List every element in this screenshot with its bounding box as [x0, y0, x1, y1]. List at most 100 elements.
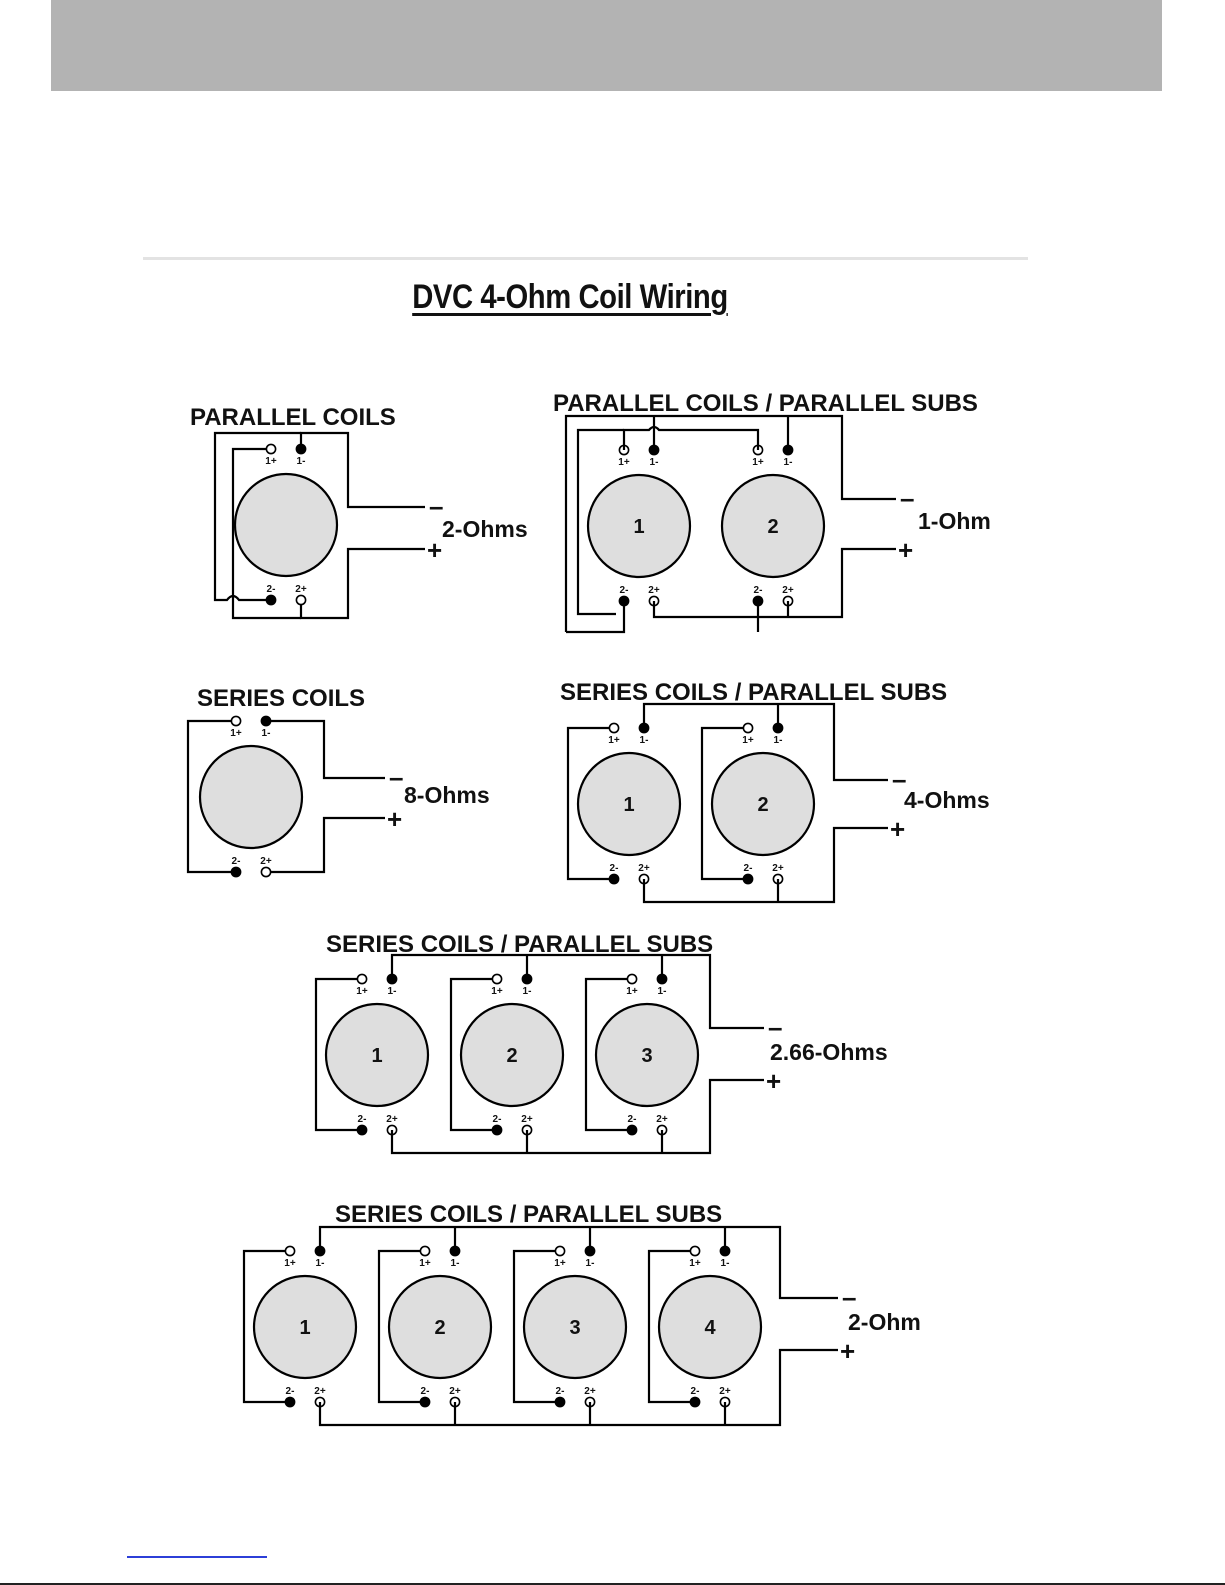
- sub-2: 21+1-2-2+: [700, 722, 816, 885]
- negative-sign: –: [429, 491, 443, 521]
- terminal-label: 1+: [491, 986, 503, 997]
- terminal-label: 2-: [620, 585, 629, 596]
- terminal-positive: [554, 1245, 566, 1257]
- wire: [449, 977, 497, 1132]
- terminal-label: 2+: [648, 585, 660, 596]
- sub-1: [198, 744, 304, 850]
- terminal-label: 1+: [689, 1258, 701, 1269]
- sub-number: 1: [623, 794, 634, 816]
- diagram-title: PARALLEL COILS: [190, 404, 396, 431]
- terminal-label: 1-: [523, 986, 532, 997]
- horizontal-rule: [143, 257, 1028, 260]
- terminal-label: 2+: [772, 863, 784, 874]
- sub-cone: [324, 1002, 430, 1108]
- wire: [318, 1348, 838, 1427]
- footer-link[interactable]: [127, 1556, 267, 1558]
- terminal-label: 2+: [449, 1386, 461, 1397]
- wire: [186, 719, 236, 874]
- wire: [647, 1249, 695, 1404]
- sub-number: 1: [633, 516, 644, 538]
- terminal-label: 2-: [493, 1114, 502, 1125]
- sub-number: 4: [704, 1317, 716, 1339]
- terminal-label: 2+: [782, 585, 794, 596]
- terminal-negative: [419, 1396, 431, 1408]
- terminal-positive: [689, 1245, 701, 1257]
- wire: [314, 977, 362, 1132]
- wire: [242, 1249, 290, 1404]
- sub-cone: [233, 472, 339, 578]
- negative-sign: –: [389, 762, 403, 792]
- terminal-label: 2+: [295, 584, 307, 595]
- diagram-series-coils-parallel-subs-2: SERIES COILS / PARALLEL SUBS11+1-2-2+21+…: [560, 679, 990, 904]
- wire: [512, 1249, 560, 1404]
- sub-3: 31+1-2-2+: [512, 1245, 628, 1408]
- terminal-label: 1+: [230, 728, 242, 739]
- terminal-label: 2-: [286, 1386, 295, 1397]
- sub-cone: [710, 751, 816, 857]
- sub-1: 11+1-2-2+: [566, 722, 682, 885]
- impedance-label: 1-Ohm: [918, 508, 991, 534]
- wire: [622, 425, 760, 450]
- positive-sign: +: [890, 814, 905, 844]
- wire: [299, 431, 425, 509]
- terminal-label: 1-: [650, 457, 659, 468]
- terminal-positive: [260, 866, 272, 878]
- sub-number: 2: [767, 516, 778, 538]
- terminal-label: 1+: [618, 457, 630, 468]
- diagram-title: PARALLEL COILS / PARALLEL SUBS: [553, 390, 978, 417]
- wire: [377, 1249, 425, 1404]
- terminal-label: 1-: [451, 1258, 460, 1269]
- terminal-label: 2+: [638, 863, 650, 874]
- wire: [299, 547, 425, 620]
- terminal-label: 2-: [232, 856, 241, 867]
- terminal-negative: [295, 443, 307, 455]
- wire: [213, 431, 301, 602]
- wire: [266, 816, 385, 874]
- sub-cone: [657, 1274, 763, 1380]
- terminal-positive: [419, 1245, 431, 1257]
- terminal-positive: [626, 973, 638, 985]
- terminal-label: 1+: [419, 1258, 431, 1269]
- diagram-series-coils-parallel-subs-3: SERIES COILS / PARALLEL SUBS11+1-2-2+21+…: [314, 931, 888, 1155]
- terminal-label: 1+: [608, 735, 620, 746]
- positive-sign: +: [898, 535, 913, 565]
- terminal-label: 2+: [386, 1114, 398, 1125]
- impedance-label: 8-Ohms: [404, 782, 490, 808]
- diagram-title: SERIES COILS: [197, 685, 365, 712]
- negative-sign: –: [900, 483, 914, 513]
- impedance-label: 2.66-Ohms: [770, 1039, 888, 1065]
- impedance-label: 4-Ohms: [904, 787, 990, 813]
- terminal-positive: [742, 722, 754, 734]
- sub-number: 1: [371, 1045, 382, 1067]
- impedance-label: 2-Ohm: [848, 1309, 921, 1335]
- terminal-label: 2+: [584, 1386, 596, 1397]
- sub-cone: [522, 1274, 628, 1380]
- negative-sign: –: [842, 1282, 856, 1312]
- diagram-title: SERIES COILS / PARALLEL SUBS: [326, 931, 713, 958]
- terminal-label: 1-: [297, 456, 306, 467]
- wire: [584, 977, 632, 1132]
- terminal-label: 2-: [754, 585, 763, 596]
- diagram-parallel-coils-parallel-subs-2: PARALLEL COILS / PARALLEL SUBS11+1-2-2+2…: [553, 390, 991, 634]
- terminal-label: 1-: [658, 986, 667, 997]
- wire: [642, 826, 888, 904]
- terminal-label: 1-: [721, 1258, 730, 1269]
- positive-sign: +: [766, 1066, 781, 1096]
- wire: [266, 719, 385, 780]
- terminal-label: 2+: [521, 1114, 533, 1125]
- terminal-negative: [284, 1396, 296, 1408]
- terminal-label: 1+: [554, 1258, 566, 1269]
- wire: [390, 1078, 764, 1155]
- terminal-label: 2-: [610, 863, 619, 874]
- terminal-label: 2-: [556, 1386, 565, 1397]
- terminal-label: 2-: [744, 863, 753, 874]
- terminal-label: 2+: [260, 856, 272, 867]
- wire: [700, 726, 748, 881]
- wire: [564, 414, 896, 632]
- sub-cone: [594, 1002, 700, 1108]
- wire: [390, 953, 764, 1030]
- terminal-label: 2-: [358, 1114, 367, 1125]
- terminal-label: 1-: [784, 457, 793, 468]
